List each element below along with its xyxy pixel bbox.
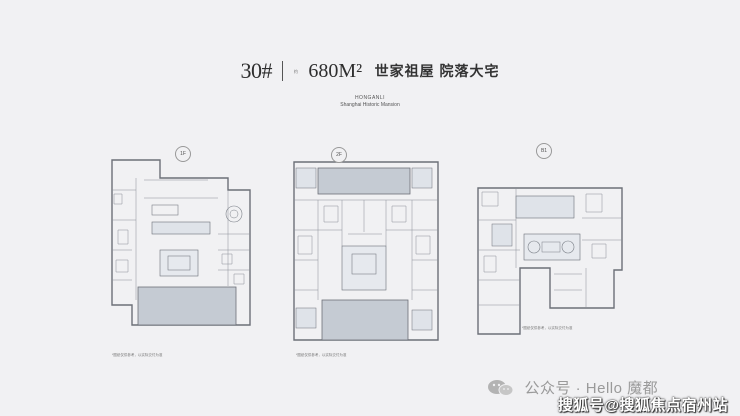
floor-plan-1f: 1F *图纸仅供参考，以实际交付为准 [108, 146, 268, 357]
floor-area: 680M² [308, 59, 363, 82]
floor-badge-b1: B1 [536, 143, 552, 159]
floor-plan-2f-drawing [293, 161, 439, 341]
wechat-watermark: 公众号 · Hello 魔都 [486, 377, 658, 397]
plan-note-b1: *图纸仅供参考，以实际交付为准 [522, 326, 573, 330]
floor-badge-2f: 2F [331, 147, 347, 163]
plan-note-1f: *图纸仅供参考，以实际交付为准 [112, 353, 163, 357]
wechat-logo-icon [486, 379, 516, 397]
floor-plan-b1-drawing [477, 187, 623, 335]
floor-plan-2f: 2F *图纸仅供参考，以实际交付为准 [288, 147, 443, 357]
header-divider [282, 61, 284, 81]
project-name: HONGANLI [354, 95, 386, 101]
page-title: 世家祖屋 院落大宅 [374, 63, 500, 79]
project-subtitle: Shanghai Historic Mansion [340, 102, 400, 108]
plan-note-2f: *图纸仅供参考，以实际交付为准 [296, 353, 347, 357]
floor-plan-b1: B1 *图纸仅供参考，以实际交付为准 [474, 140, 634, 350]
floor-badge-1f: 1F [175, 146, 191, 162]
floor-plan-1f-drawing [111, 159, 251, 326]
building-number: 30# [240, 58, 273, 83]
watermark-text: 公众号 · Hello 魔都 [524, 380, 659, 397]
source-watermark: 搜狐号@搜狐焦点宿州站 [557, 397, 728, 414]
area-prefix: 约 [293, 68, 298, 74]
page-header: 30# 约 680M² 世家祖屋 院落大宅 [0, 58, 740, 88]
